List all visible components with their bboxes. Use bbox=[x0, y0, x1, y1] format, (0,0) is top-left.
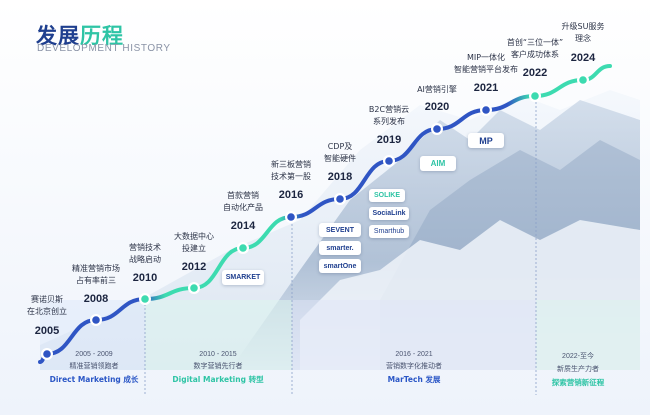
milestone-dot-2005 bbox=[43, 350, 51, 358]
milestone-desc-2016: 新三板营销技术第一股 bbox=[271, 160, 311, 181]
milestone-dot-2012 bbox=[190, 284, 198, 292]
milestone-desc-2005: 赛诺贝斯在北京创立 bbox=[27, 295, 67, 316]
milestone-desc-2020: AI营销引擎 bbox=[417, 85, 457, 94]
milestone-desc-2018: CDP及智能硬件 bbox=[324, 142, 356, 163]
milestone-dot-2020 bbox=[433, 125, 441, 133]
curve-line bbox=[38, 64, 612, 364]
milestone-dot-2014 bbox=[239, 244, 247, 252]
milestone-desc-2008: 精准营销市场占有率前三 bbox=[72, 264, 120, 285]
logo-sevent: SEVENT bbox=[319, 223, 361, 237]
milestone-desc-2019: B2C营销云系列发布 bbox=[368, 105, 410, 126]
milestone-dot-2021 bbox=[482, 106, 490, 114]
milestone-desc-2022: 首创“三位一体”客户成功体系 bbox=[506, 38, 564, 59]
logo-smartone: smartOne bbox=[319, 259, 361, 273]
milestone-desc-2021: MIP一体化智能营销平台发布 bbox=[454, 53, 518, 74]
milestone-year-2014: 2014 bbox=[230, 220, 256, 232]
milestone-dot-2019 bbox=[385, 157, 393, 165]
logo-smarthub: Smarthub bbox=[369, 225, 409, 238]
period-2016-2021: 2016 - 2021 营销数字化推动者 MarTech 发展 bbox=[386, 351, 442, 384]
milestone-dot-2018 bbox=[336, 195, 344, 203]
milestone-dot-2010 bbox=[141, 295, 149, 303]
logo-smarter: smarter. bbox=[319, 241, 361, 255]
logo-aim: AIM bbox=[420, 156, 456, 171]
milestone-dot-2024 bbox=[579, 76, 587, 84]
milestone-year-2016: 2016 bbox=[278, 189, 304, 201]
milestone-desc-2014: 首款营销自动化产品 bbox=[223, 191, 263, 212]
milestone-year-2010: 2010 bbox=[132, 272, 158, 284]
milestone-year-2008: 2008 bbox=[83, 293, 109, 305]
logo-smarket: SMARKET bbox=[222, 270, 264, 285]
page-subtitle: DEVELOPMENT HISTORY bbox=[37, 43, 171, 54]
milestone-dot-2016 bbox=[287, 213, 295, 221]
logo-socialink: SociaLink bbox=[369, 207, 409, 220]
milestone-dot-2008 bbox=[92, 316, 100, 324]
logo-solike: SOLIKE bbox=[369, 189, 405, 202]
milestone-year-2022: 2022 bbox=[522, 67, 548, 79]
milestone-year-2005: 2005 bbox=[34, 325, 60, 337]
logo-mip: MP bbox=[468, 133, 504, 148]
milestone-dot-2022 bbox=[531, 92, 539, 100]
period-2010-2015: 2010 - 2015 数字营销先行者 Digital Marketing 转型 bbox=[172, 351, 264, 384]
page-title: 发展历程 bbox=[36, 24, 124, 48]
milestone-desc-2010: 营销技术战略启动 bbox=[129, 243, 161, 264]
milestone-year-2018: 2018 bbox=[327, 171, 353, 183]
milestone-year-2024: 2024 bbox=[570, 52, 596, 64]
period-2022-now: 2022-至今 新质生产力者 探索营销新征程 bbox=[551, 353, 605, 387]
milestone-year-2020: 2020 bbox=[424, 101, 450, 113]
period-2005-2009: 2005 - 2009 精准营销领跑者 Direct Marketing 成长 bbox=[49, 351, 139, 384]
milestone-desc-2012: 大数据中心投建立 bbox=[174, 232, 214, 253]
milestone-year-2019: 2019 bbox=[376, 134, 402, 146]
milestone-year-2021: 2021 bbox=[473, 82, 499, 94]
milestone-year-2012: 2012 bbox=[181, 261, 207, 273]
milestone-desc-2024: 升级SU服务理念 bbox=[561, 22, 605, 43]
